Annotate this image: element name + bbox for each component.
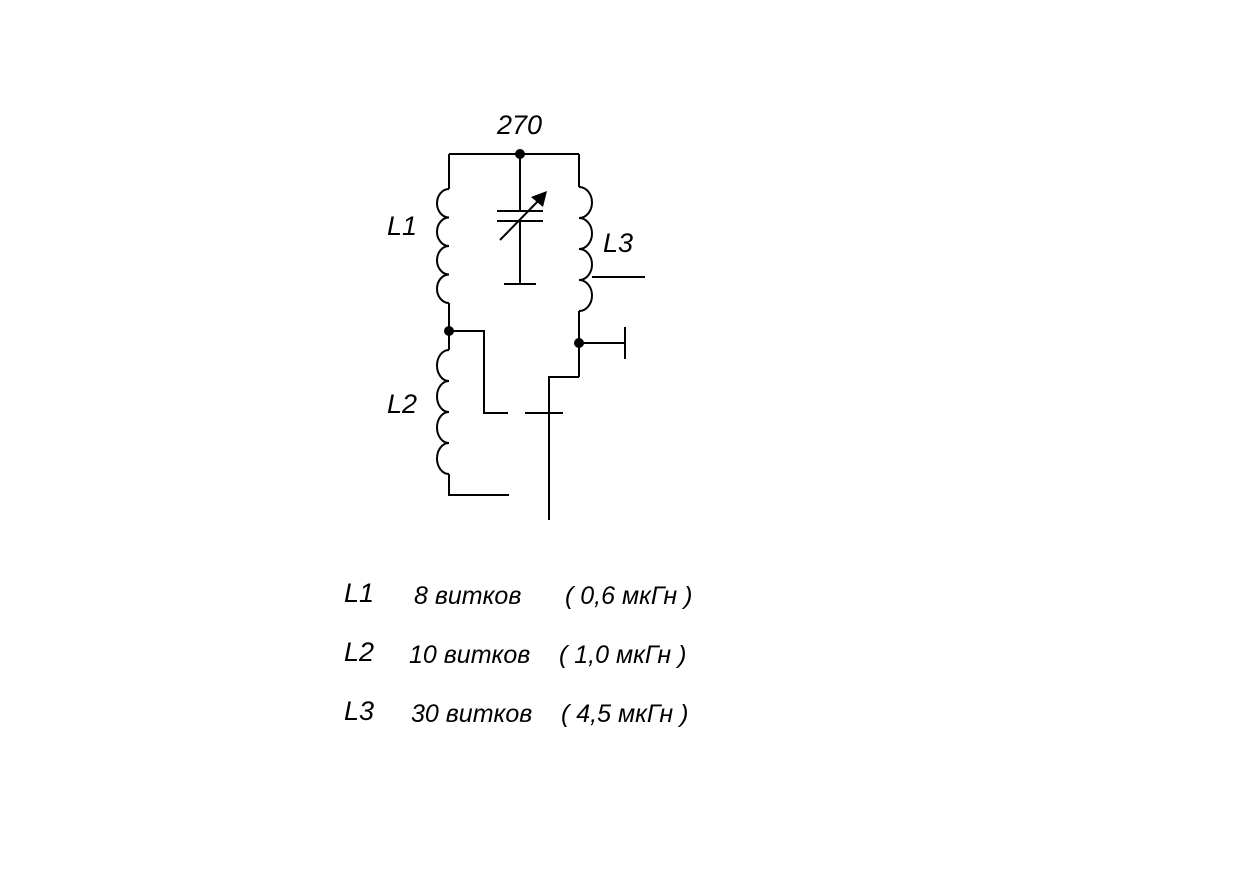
capacitor-tuning-arrow-shaft (499, 197, 542, 241)
legend-inductance: ( 1,0 мкГн ) (559, 641, 687, 669)
legend-turns: 10 витков (409, 641, 531, 669)
legend-name: L2 (344, 637, 375, 667)
legend-inductance: ( 4,5 мкГн ) (561, 700, 689, 728)
l1-coil (436, 188, 450, 304)
legend-inductance: ( 0,6 мкГн ) (565, 582, 693, 610)
capacitor-value-label: 270 (496, 110, 542, 140)
legend-turns: 30 витков (411, 700, 533, 728)
legend-turns: 8 витков (414, 582, 522, 610)
legend-name: L1 (344, 578, 375, 608)
l3-label: L3 (603, 228, 633, 258)
output-wire (548, 376, 579, 520)
l2-coil (436, 349, 450, 475)
l1-label: L1 (387, 211, 417, 241)
capacitor-tuning-arrowhead (531, 191, 547, 207)
l2-bottom-wire (448, 474, 509, 496)
l2-label: L2 (387, 389, 417, 419)
tap-wire (449, 330, 508, 414)
l3-coil (578, 186, 593, 312)
legend-name: L3 (344, 696, 375, 726)
